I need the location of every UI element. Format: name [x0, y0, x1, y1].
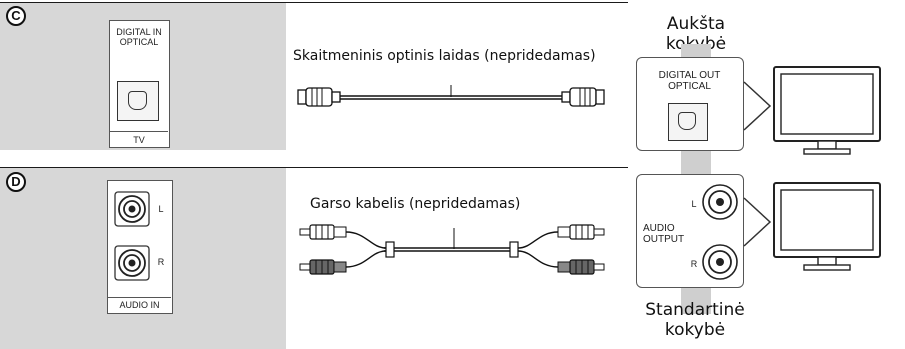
digital-in-optical-label: DIGITAL IN OPTICAL: [116, 27, 162, 47]
player-rca-l-icon: [702, 184, 738, 220]
rca-jack-l-icon: [114, 191, 150, 227]
panel-footer-divider: [108, 297, 171, 298]
jack-l-label: L: [158, 204, 164, 214]
audio-cable-label: Garso kabelis (nepridedamas): [310, 196, 521, 212]
rca-audio-cable: [299, 224, 605, 275]
player-audio-output-panel: L AUDIO OUTPUT R: [636, 174, 744, 288]
tv-footer-label: TV: [133, 135, 145, 145]
panel-footer-divider: [110, 131, 168, 132]
player-rca-r-icon: [702, 244, 738, 280]
jack-r-label: R: [157, 257, 165, 267]
jack-l-label-player: L: [691, 199, 697, 209]
section-d-marker: D: [6, 172, 26, 192]
optical-cable-label: Skaitmeninis optinis laidas (nepridedama…: [293, 48, 596, 64]
player-digital-out-panel: DIGITAL OUT OPTICAL: [636, 57, 744, 151]
optical-out-port-icon: [668, 103, 708, 141]
rca-jack-r-icon: [114, 245, 150, 281]
middle-rule: [0, 167, 628, 168]
jack-r-label-player: R: [690, 259, 698, 269]
optical-cable: [297, 85, 605, 107]
tv-audio-input-panel: L R AUDIO IN: [107, 180, 173, 314]
optical-port-icon: [117, 81, 159, 121]
connection-arrow-top: [743, 81, 772, 131]
tv-top-icon: [773, 66, 881, 155]
section-c-marker: C: [6, 6, 26, 26]
audio-output-label: AUDIO OUTPUT: [643, 223, 685, 245]
audio-in-footer-label: AUDIO IN: [119, 300, 160, 310]
standard-quality-label: Standartinė kokybė: [645, 300, 745, 340]
digital-out-optical-label: DIGITAL OUT OPTICAL: [658, 70, 721, 92]
tv-optical-input-panel: DIGITAL IN OPTICAL TV: [109, 20, 170, 148]
connection-arrow-bottom: [743, 197, 772, 247]
tv-bottom-icon: [773, 182, 881, 271]
top-rule: [0, 2, 628, 3]
